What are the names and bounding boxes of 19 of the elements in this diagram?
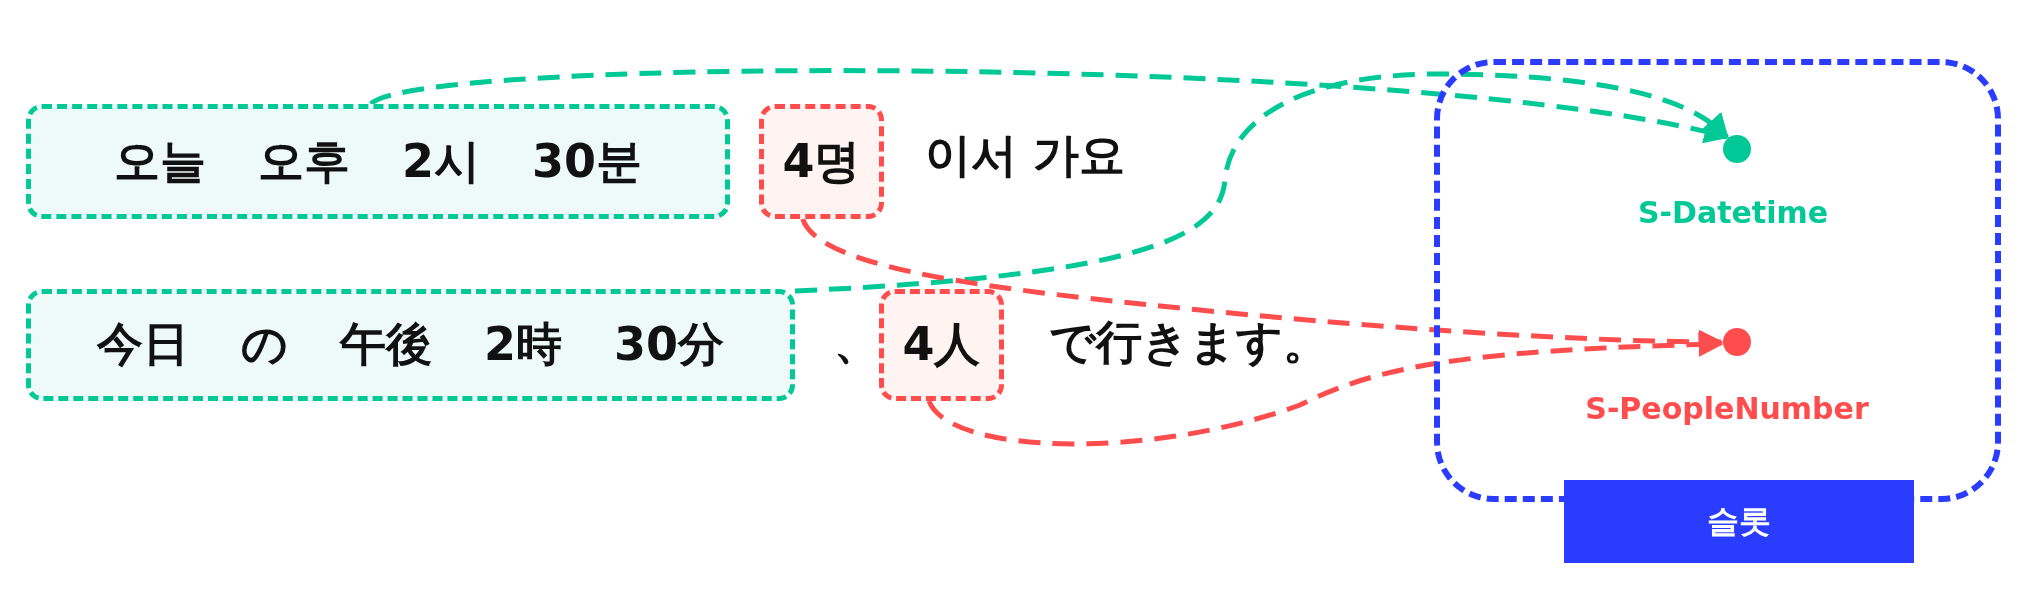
arrow — [794, 71, 1729, 294]
slot-dot — [1723, 328, 1751, 356]
highlight-box — [879, 289, 1004, 401]
slot-name: S-Datetime — [1637, 195, 1829, 230]
phrase-text: 今日 の 午後 2時 30分 — [96, 316, 725, 373]
phrase-text: 4人 — [902, 316, 981, 373]
arrow — [926, 332, 1724, 447]
slot-name: S-PeopleNumber — [1585, 391, 1869, 426]
sentence-text: 이서 가요 — [925, 127, 1125, 184]
slot-title-bar: 슬롯 — [1564, 480, 1914, 563]
phrase-text: 오늘 오후 2시 30분 — [113, 132, 643, 190]
sentence-text: 、 — [834, 314, 880, 371]
slot-dot — [1723, 135, 1751, 163]
highlight-box — [26, 289, 795, 401]
sentence-text: で行きます。 — [1049, 314, 1329, 371]
arrow — [370, 68, 1730, 145]
phrase-text: 4명 — [782, 132, 861, 190]
highlight-box — [759, 104, 884, 219]
highlight-box — [26, 104, 730, 219]
